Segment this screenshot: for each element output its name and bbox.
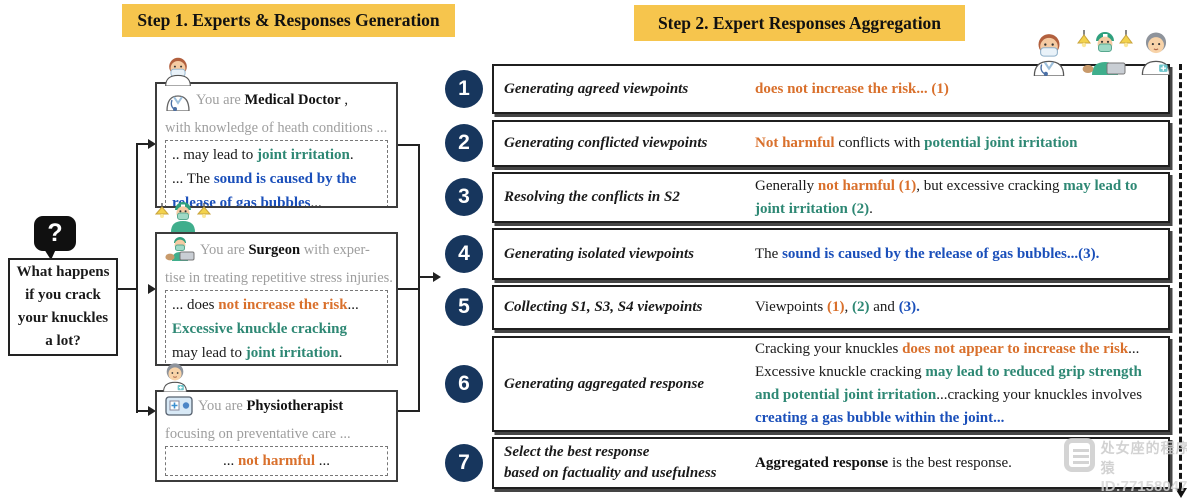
row-label: Generating isolated viewpoints — [504, 245, 695, 262]
step-number-badge: 3 — [445, 178, 483, 216]
connector-line — [398, 144, 420, 146]
connector-line — [418, 276, 434, 278]
step2-title: Step 2. Expert Responses Aggregation — [634, 5, 965, 41]
connector-line — [136, 143, 149, 145]
surgeon-desk-icon — [165, 237, 195, 268]
flow-arrowhead-down — [1174, 488, 1187, 498]
expert-box-medical-doctor: You are Medical Doctor , with knowledge … — [155, 82, 398, 208]
expert-prompt: tise in treating repetitive stress injur… — [165, 270, 393, 286]
arrow-into-doctor-box — [148, 139, 156, 149]
row-content: Not harmful conflicts with potential joi… — [755, 135, 1078, 151]
step-number-badge: 2 — [445, 124, 483, 162]
row-label: Generating conflicted viewpoints — [504, 135, 708, 151]
medical-device-icon — [165, 395, 193, 424]
doctor-masked-avatar-icon — [1028, 32, 1070, 77]
flow-down-dashed-arrow — [1179, 64, 1182, 488]
row-label: Generating aggregated response — [504, 375, 704, 392]
question-mark-bubble-icon: ? — [34, 216, 76, 260]
physiotherapist-avatar-icon — [158, 362, 192, 393]
row-content: The sound is caused by the release of ga… — [755, 245, 1100, 262]
connector-line — [116, 288, 138, 290]
physiotherapist-avatar-icon — [1136, 31, 1176, 76]
row-content: Viewpoints (1), (2) and (3). — [755, 299, 920, 315]
expert-response-medical-doctor: .. may lead to joint irritation.... The … — [165, 140, 388, 206]
aggregation-row-2: Generating conflicted viewpoints Not har… — [492, 120, 1170, 167]
row-label: Resolving the conflicts in S2 — [504, 189, 680, 205]
expert-prompt: You are Physiotherapist — [165, 395, 388, 424]
step-number-badge: 1 — [445, 70, 483, 108]
row-content: Generally not harmful (1), but excessive… — [755, 177, 1138, 217]
connector-line — [398, 288, 420, 290]
expert-response-surgeon: ... does not increase the risk...Excessi… — [165, 290, 388, 364]
aggregation-row-4: Generating isolated viewpoints The sound… — [492, 228, 1170, 280]
aggregation-row-5: Collecting S1, S3, S4 viewpoints Viewpoi… — [492, 285, 1170, 330]
row-content: Cracking your knuckles does not appear t… — [755, 341, 1143, 426]
surgeon-lamps-avatar-icon — [152, 202, 214, 232]
arrow-into-physio-box — [148, 406, 156, 416]
row-content: Aggregated response is the best response… — [755, 454, 1012, 471]
step1-title: Step 1. Experts & Responses Generation — [122, 4, 455, 37]
connector-line — [398, 410, 420, 412]
row-label: Generating agreed viewpoints — [504, 80, 689, 97]
row-label: Collecting S1, S3, S4 viewpoints — [504, 299, 703, 315]
step-number-badge: 5 — [445, 288, 483, 326]
aggregation-row-6: Generating aggregated response Cracking … — [492, 336, 1170, 432]
surgeon-lamps-avatar-icon — [1074, 28, 1136, 76]
step-number-badge: 7 — [445, 444, 483, 482]
row-content: does not increase the risk... (1) — [755, 80, 949, 97]
expert-box-physiotherapist: You are Physiotherapist focusing on prev… — [155, 390, 398, 482]
doctor-masked-avatar-icon — [160, 56, 196, 87]
arrow-into-aggregation — [433, 272, 441, 282]
aggregation-row-3: Resolving the conflicts in S2 Generally … — [492, 172, 1170, 223]
expert-response-physiotherapist: ... not harmful ... — [165, 446, 388, 476]
white-coat-stethoscope-icon — [165, 87, 191, 118]
expert-box-surgeon: You are Surgeon with exper- tise in trea… — [155, 232, 398, 366]
expert-prompt: You are Medical Doctor , — [165, 87, 388, 118]
expert-prompt: You are Surgeon with exper- — [165, 237, 388, 268]
arrow-into-surgeon-box — [148, 284, 156, 294]
connector-line — [136, 143, 138, 413]
expert-prompt: with knowledge of heath conditions ... — [165, 120, 388, 136]
connector-line — [136, 410, 149, 412]
step-number-badge: 6 — [445, 365, 483, 403]
expert-prompt: focusing on preventative care ... — [165, 426, 351, 442]
connector-line — [418, 144, 420, 412]
step-number-badge: 4 — [445, 235, 483, 273]
